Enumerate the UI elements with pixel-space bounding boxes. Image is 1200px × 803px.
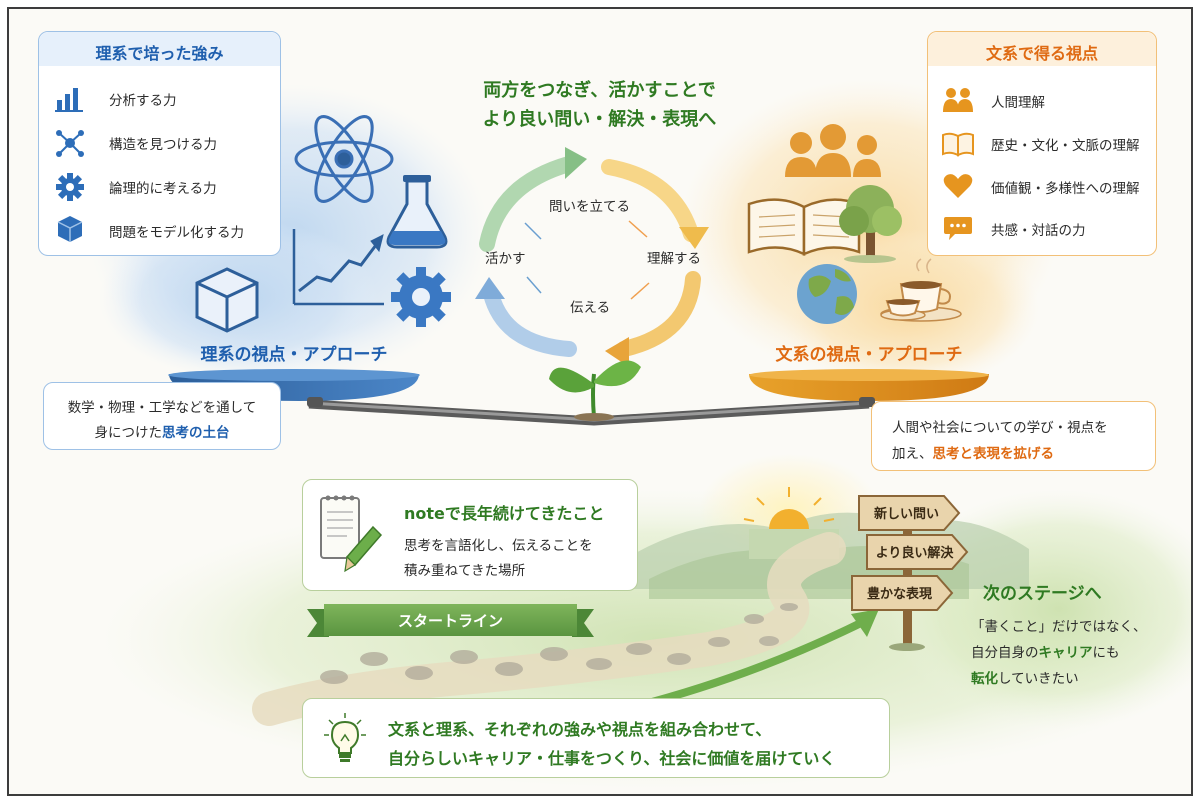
signpost-new-question: 新しい問い <box>873 507 939 522</box>
sprout-icon <box>549 360 641 421</box>
gear-icon <box>391 267 451 327</box>
humanities-note-box: 人間や社会についての学び・視点を 加え、思考と表現を拡げる <box>871 401 1156 471</box>
tree-icon <box>839 185 902 263</box>
humanities-box-header <box>928 32 1156 66</box>
science-note-line2-pre: 身につけた <box>94 425 163 441</box>
science-note-line2: 身につけた思考の土台 <box>44 421 280 441</box>
start-line-label: スタートライン <box>397 612 503 630</box>
science-approach-label: 理系の視点・アプローチ <box>200 345 388 365</box>
science-note-highlight: 思考の土台 <box>162 425 230 441</box>
science-strengths-box: 理系で培った強み 分析する力 構造を見つける力 論理的に考える力 問題をモデル化… <box>38 31 281 256</box>
next-stage-career: キャリア <box>1038 645 1093 661</box>
bottom-message-box: 文系と理系、それぞれの強みや視点を組み合わせて、 自分らしいキャリア・仕事をつく… <box>302 698 890 778</box>
next-stage-line2-pre: 自分自身の <box>971 645 1039 661</box>
pencil-icon <box>344 525 383 573</box>
next-stage-line1: 「書くこと」だけではなく、 <box>971 619 1147 635</box>
bottom-message-line2: 自分らしいキャリア・仕事をつくり、社会に価値を届けていく <box>388 749 836 768</box>
science-note-line1: 数学・物理・工学などを通して <box>67 400 257 416</box>
signpost-rich-expression: 豊かな表現 <box>866 587 932 602</box>
science-note-box: 数学・物理・工学などを通して 身につけた思考の土台 <box>43 382 281 450</box>
infographic-frame: 両方をつなぎ、活かすことで より良い問い・解決・表現へ 理系で培った強み 分析す… <box>7 7 1193 796</box>
science-box-title: 理系で培った強み <box>95 44 224 63</box>
cube-icon <box>57 216 83 242</box>
cube-icon <box>195 267 259 333</box>
note-box-line1: 思考を言語化し、伝えることを <box>404 538 593 554</box>
people-icon <box>785 124 881 177</box>
start-ribbon <box>307 604 594 637</box>
humanities-approach-label: 文系の視点・アプローチ <box>775 345 963 365</box>
cycle-label-apply: 活かす <box>485 251 526 267</box>
humanities-item-human: 人間理解 <box>991 95 1045 111</box>
science-item-structure: 構造を見つける力 <box>109 137 217 153</box>
coffee-cup-icon <box>880 258 962 322</box>
humanities-item-history: 歴史・文化・文脈の理解 <box>991 138 1140 154</box>
cycle-label-understand: 理解する <box>647 251 701 267</box>
next-stage-title: 次のステージへ <box>983 584 1102 604</box>
note-experience-box: noteで長年続けてきたこと 思考を言語化し、伝えることを 積み重ねてきた場所 <box>302 479 638 591</box>
signpost-better-solution: より良い解決 <box>875 546 954 561</box>
humanities-note-line2-pre: 加え、 <box>892 446 933 462</box>
science-item-model: 問題をモデル化する力 <box>109 225 244 241</box>
lightbulb-icon <box>324 713 366 762</box>
background-illustration <box>89 79 1191 789</box>
network-icon <box>56 130 84 157</box>
humanities-item-empathy: 共感・対話の力 <box>991 223 1086 239</box>
humanities-note-line2: 加え、思考と表現を拡げる <box>892 442 1054 462</box>
headline-line1: 両方をつなぎ、活かすことで <box>483 80 716 101</box>
cycle-label-convey: 伝える <box>570 300 611 316</box>
humanities-viewpoints-box: 文系で得る視点 人間理解 歴史・文化・文脈の理解 価値観・多様性への理解 共感・… <box>927 31 1157 256</box>
atom-icon <box>294 115 394 203</box>
next-stage-transform: 転化 <box>971 671 998 687</box>
signpost-icon <box>851 495 969 651</box>
next-stage-line2-post: にも <box>1092 645 1120 661</box>
humanities-box-title: 文系で得る視点 <box>985 44 1098 63</box>
heart-icon <box>943 174 973 198</box>
bottom-message-line1: 文系と理系、それぞれの強みや視点を組み合わせて、 <box>388 720 772 739</box>
speech-bubble-icon <box>944 217 972 240</box>
book-icon <box>942 132 974 157</box>
line-graph-icon <box>292 229 384 306</box>
globe-icon <box>797 264 857 324</box>
next-stage-line2: 自分自身のキャリアにも <box>971 641 1120 661</box>
humanities-note-line1: 人間や社会についての学び・視点を <box>892 420 1108 436</box>
bar-chart-icon <box>55 88 83 112</box>
science-item-analyze: 分析する力 <box>109 93 177 109</box>
science-box-header <box>39 32 280 66</box>
cycle-label-question: 問いを立てる <box>549 199 630 215</box>
humanities-item-values: 価値観・多様性への理解 <box>991 181 1140 197</box>
note-box-line2: 積み重ねてきた場所 <box>404 563 526 579</box>
science-item-logic: 論理的に考える力 <box>109 181 217 197</box>
humanities-note-highlight: 思考と表現を拡げる <box>932 446 1055 462</box>
next-stage-line3: 転化していきたい <box>971 667 1079 687</box>
gear-icon <box>56 173 84 201</box>
note-box-title: noteで長年続けてきたこと <box>404 504 605 523</box>
headline-line2: より良い問い・解決・表現へ <box>482 109 717 130</box>
flask-icon <box>386 175 448 249</box>
next-stage-line3-post: していきたい <box>998 671 1079 687</box>
notepad-icon <box>320 495 360 559</box>
people-icon <box>943 88 973 112</box>
